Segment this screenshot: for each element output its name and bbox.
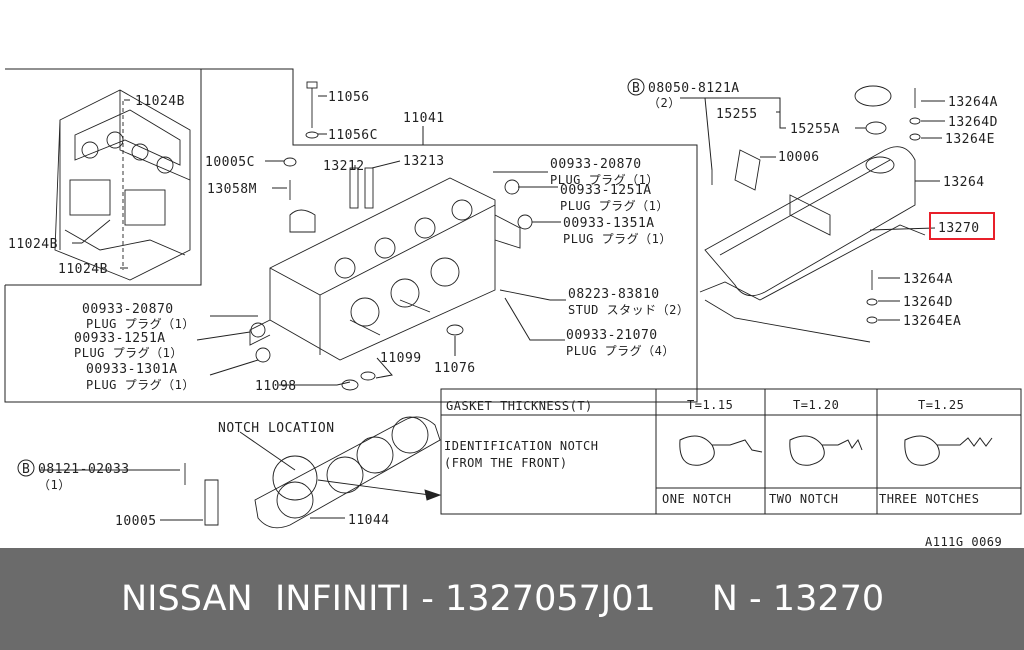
- leader-lines: [40, 95, 945, 521]
- qty-2: （2）: [648, 96, 681, 110]
- callout-15255A: 15255A: [790, 122, 840, 137]
- small-parts: [184, 81, 921, 526]
- callout-11024B-top: 11024B: [135, 94, 185, 109]
- callout-11098: 11098: [255, 379, 297, 394]
- footer-bar: NISSAN INFINITI - 1327057J01 N - 13270: [0, 548, 1024, 650]
- callout-11099: 11099: [380, 351, 422, 366]
- callout-00933-21070: 00933-21070: [566, 328, 658, 343]
- main-frame: [4, 68, 698, 403]
- callout-00933-1351A: 00933-1351A: [563, 216, 655, 231]
- callout-08121-02033: 08121-02033: [38, 462, 130, 477]
- thickness-col-3: T=1.25: [918, 398, 964, 412]
- callout-13264EA: 13264EA: [903, 314, 961, 329]
- callout-13270: 13270: [938, 221, 980, 236]
- callout-13264D-top: 13264D: [948, 115, 998, 130]
- callout-13264: 13264: [943, 175, 985, 190]
- callout-00933-20870-left: 00933-20870: [82, 302, 174, 317]
- head-gasket-drawing: [254, 416, 442, 529]
- callout-11024B-mid: 11024B: [8, 237, 58, 252]
- callout-11044: 11044: [348, 513, 390, 528]
- rocker-cover-drawing: [699, 85, 926, 343]
- notch-col-2: TWO NOTCH: [769, 492, 839, 506]
- table-row-label-1: IDENTIFICATION NOTCH: [444, 439, 599, 453]
- plug-note-5: PLUG プラグ（1）: [86, 317, 195, 331]
- callout-00933-1251A-right: 00933-1251A: [560, 183, 652, 198]
- callout-13058M: 13058M: [207, 182, 257, 197]
- table-header-label: GASKET THICKNESS(T): [446, 399, 593, 413]
- callout-11056C: 11056C: [328, 128, 378, 143]
- thickness-col-2: T=1.20: [793, 398, 839, 412]
- callout-13264A-bottom: 13264A: [903, 272, 953, 287]
- highlight-box-13270: [929, 212, 995, 240]
- inset-frame: [5, 68, 202, 286]
- notch-col-3: THREE NOTCHES: [879, 492, 979, 506]
- callout-13213: 13213: [403, 154, 445, 169]
- engine-block-drawing: [54, 89, 191, 281]
- callout-08050-8121A: 08050-8121A: [648, 81, 740, 96]
- reference-code: A111G 0069: [925, 535, 1002, 548]
- plug-note-6: PLUG プラグ（1）: [74, 346, 183, 360]
- callout-13264E: 13264E: [945, 132, 995, 147]
- b-mark-top: B: [632, 81, 640, 96]
- table-row-label-2: (FROM THE FRONT): [444, 456, 568, 470]
- plug-note-2: PLUG プラグ（1）: [560, 199, 669, 213]
- stud-note: STUD スタッド（2）: [568, 303, 689, 317]
- plug-note-3: PLUG プラグ（1）: [563, 232, 672, 246]
- callout-11041: 11041: [403, 111, 445, 126]
- b-mark-bottom: B: [22, 462, 30, 477]
- plug-note-4: PLUG プラグ（4）: [566, 344, 675, 358]
- notch-location-label: NOTCH LOCATION: [218, 421, 335, 436]
- qty-1: （1）: [38, 478, 71, 492]
- callout-11056: 11056: [328, 90, 370, 105]
- footer-part-number: NISSAN INFINITI - 1327057J01: [121, 579, 656, 619]
- notch-col-1: ONE NOTCH: [662, 492, 732, 506]
- plug-note-7: PLUG プラグ（1）: [86, 378, 195, 392]
- parts-diagram: 11024B 11024B 11024B 11056 11056C 11041 …: [4, 68, 1022, 548]
- callout-00933-1251A-left: 00933-1251A: [74, 331, 166, 346]
- callout-11076: 11076: [434, 361, 476, 376]
- callout-10005C: 10005C: [205, 155, 255, 170]
- callout-00933-1301A: 00933-1301A: [86, 362, 178, 377]
- callout-13264D-bottom: 13264D: [903, 295, 953, 310]
- footer-ref-number: N - 13270: [711, 579, 885, 619]
- callout-11024B-bottom: 11024B: [58, 262, 108, 277]
- callout-13212: 13212: [323, 159, 365, 174]
- callout-13264A-top: 13264A: [948, 95, 998, 110]
- thickness-col-1: T=1.15: [687, 398, 733, 412]
- callout-08223-83810: 08223-83810: [568, 287, 660, 302]
- cylinder-head-drawing: [249, 177, 521, 361]
- callout-15255: 15255: [716, 107, 758, 122]
- callout-10006: 10006: [778, 150, 820, 165]
- plug-note-1: PLUG プラグ（1）: [550, 173, 659, 187]
- callout-00933-20870-right: 00933-20870: [550, 157, 642, 172]
- gasket-table-grid: [440, 388, 1022, 515]
- callout-10005: 10005: [115, 514, 157, 529]
